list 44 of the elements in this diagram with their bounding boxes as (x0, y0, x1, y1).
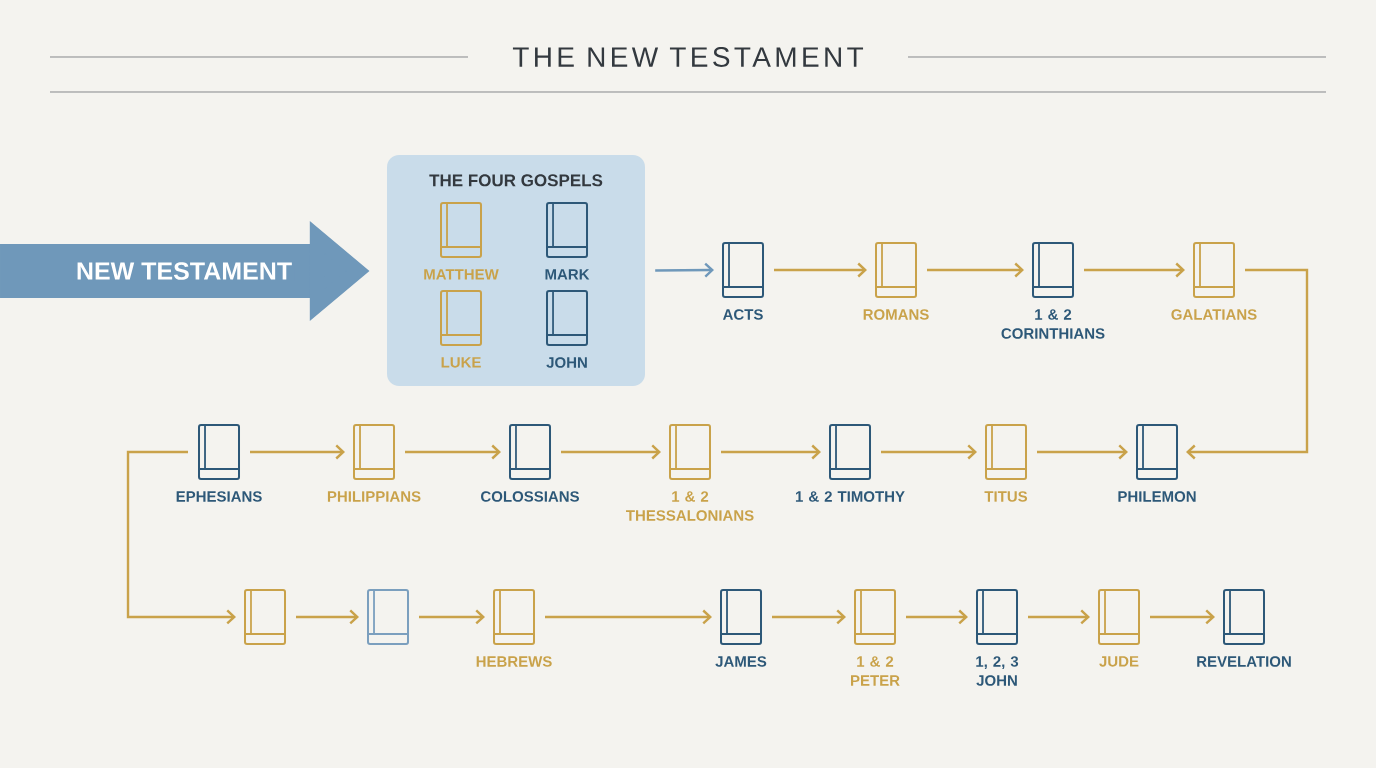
book-title: 1, 2, 3 JOHN (976, 656, 1019, 686)
book-title: ACTS (722, 309, 763, 320)
arrow (655, 262, 714, 278)
book-title: 1 & 2 TIMOTHY (795, 491, 905, 502)
book-title: GALATIANS (1171, 309, 1257, 320)
book-title: LUKE (441, 357, 481, 368)
book-title: HEBREWS (476, 656, 552, 667)
book-title: PHILEMON (1118, 491, 1196, 502)
book-title: MATTHEW (424, 269, 499, 280)
title: THE NEW TESTAMENT (512, 47, 864, 67)
arrow (1084, 262, 1185, 278)
arrow (296, 609, 359, 625)
arrow (1028, 609, 1090, 625)
arrow (405, 444, 501, 460)
book-title: PHILIPPIANS (327, 491, 421, 502)
arrow (126, 450, 236, 625)
arrow (419, 609, 485, 625)
arrow (906, 609, 968, 625)
book-title: JOHN (546, 357, 587, 368)
arrow (1037, 444, 1128, 460)
book-title: 1 & 2 PETER (851, 656, 900, 686)
edge-label: NEW TESTAMENT (73, 260, 295, 282)
book-title: MARK (545, 269, 590, 280)
book-icon (367, 589, 409, 645)
arrow (250, 444, 345, 460)
arrow (774, 262, 867, 278)
book-title: JUDE (1099, 656, 1139, 667)
arrow (772, 609, 846, 625)
book-title: EPHESIANS (176, 491, 262, 502)
arrow (721, 444, 821, 460)
arrow (1150, 609, 1215, 625)
book-title: TITUS (984, 491, 1028, 502)
arrow (545, 609, 712, 625)
book-title: REVELATION (1197, 656, 1291, 667)
book-title: 1 & 2 THESSALONIANS (626, 491, 754, 521)
arrow (927, 262, 1024, 278)
book-icon (244, 589, 286, 645)
book-title: COLOSSIANS (481, 491, 579, 502)
book-title: JAMES (715, 656, 767, 667)
arrow (561, 444, 661, 460)
arrow (1186, 268, 1309, 460)
arrow (881, 444, 977, 460)
book-title: ROMANS (863, 309, 929, 320)
book-title: 1 & 2 CORINTHIANS (1001, 309, 1105, 339)
